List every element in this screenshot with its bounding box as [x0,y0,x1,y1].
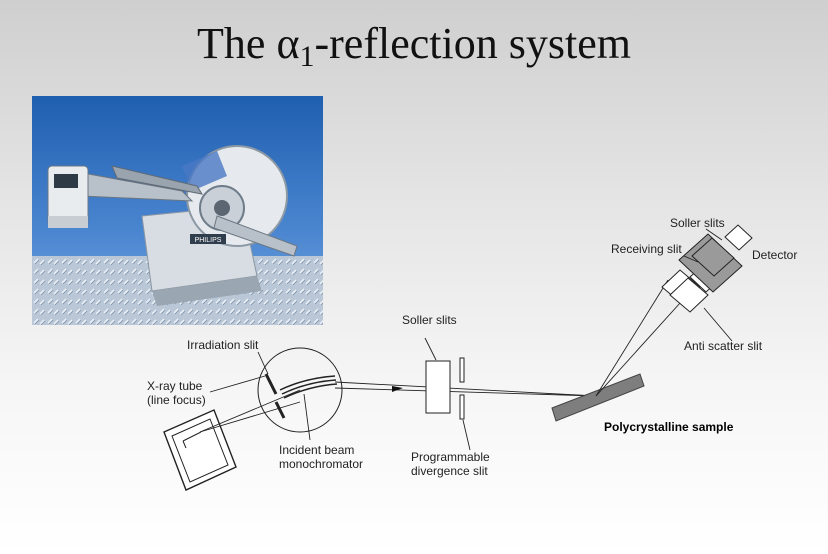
label-programmable-line1: Programmable [411,450,490,464]
label-detector: Detector [752,248,798,262]
label-soller-slits-mid: Soller slits [402,313,457,327]
beam-incident-2 [334,387,597,397]
divergence-slit-upper [459,357,465,383]
beam-focus-arrow [392,386,403,392]
monochromator-circle [257,347,343,433]
title-alpha-symbol: α [276,19,300,68]
polycrystalline-sample [551,373,645,422]
label-polycrystalline-sample: Polycrystalline sample [604,420,734,434]
title-suffix: -reflection system [314,19,631,68]
label-programmable-divergence-slit: Programmable divergence slit [411,450,490,478]
receiving-optics [661,224,753,313]
label-xray-tube-line2: (line focus) [147,393,206,407]
diffractometer-photo: PHILIPS [32,96,323,325]
label-incident-beam-monochromator: Incident beam monochromator [279,443,363,471]
beam-diffracted-2 [595,291,691,397]
title-subscript: 1 [299,40,315,73]
incident-beam-monochromator [279,375,336,391]
beam-diffracted-1 [595,279,669,397]
title-prefix: The [197,19,277,68]
label-irradiation-slit: Irradiation slit [187,338,259,352]
label-programmable-line2: divergence slit [411,464,488,478]
slide-title: The α1-reflection system [0,18,828,74]
detector [724,224,753,251]
xray-tube [163,409,237,491]
photo-brand-label: PHILIPS [195,237,222,244]
irradiation-slit [264,373,278,395]
beam-tube-1 [199,389,301,433]
label-xray-tube: X-ray tube (line focus) [147,379,206,407]
label-incident-beam-line1: Incident beam [279,443,355,457]
beam-incident-1 [334,381,597,397]
label-anti-scatter-slit: Anti scatter slit [684,339,763,353]
soller-slits-mid [425,360,451,414]
divergence-slit-lower [459,394,465,420]
label-receiving-slit: Receiving slit [611,242,682,256]
label-incident-beam-line2: monochromator [279,457,364,471]
beam-tube-2 [199,401,301,433]
label-soller-slits-top: Soller slits [670,216,725,230]
label-xray-tube-line1: X-ray tube [147,379,203,393]
